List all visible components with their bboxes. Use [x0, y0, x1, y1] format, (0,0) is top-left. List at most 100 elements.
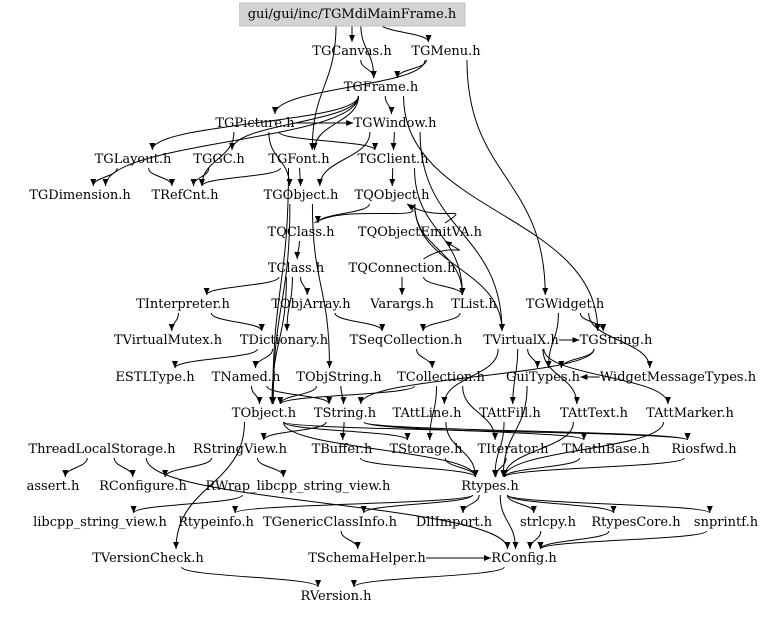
node-label: RStringView.h: [193, 442, 288, 457]
edge-rstringview-to-rwrap: [256, 457, 287, 478]
edge-tggc-to-trefcnt: [190, 167, 210, 187]
node-tattfill: TAttFill.h: [479, 406, 541, 421]
node-tschemahelper: TSchemaHelper.h: [308, 551, 426, 566]
node-label: TObjString.h: [296, 370, 382, 385]
edge-tclass-to-tdictionary: [284, 276, 293, 332]
node-tgdimension: TGDimension.h: [29, 188, 131, 203]
edge-tlist-to-tseqcollection: [420, 312, 461, 332]
node-label: RVersion.h: [301, 589, 373, 604]
edge-tobjarray-to-tseqcollection: [334, 312, 386, 332]
node-label: TGWindow.h: [354, 116, 438, 131]
edge-tbuffer-to-rtypes: [359, 457, 479, 478]
node-tgmenu: TGMenu.h: [411, 44, 481, 59]
node-tnamed: TNamed.h: [212, 370, 281, 385]
node-label: Rtypeinfo.h: [178, 515, 254, 530]
edge-tvirtualx-to-tatttext: [542, 348, 580, 405]
edge-threadlocalstorage-to-rconfigure: [113, 457, 136, 478]
edge-tinterpreter-to-tdictionary: [210, 312, 265, 332]
node-label: assert.h: [27, 479, 80, 494]
node-rtypes: Rtypes.h: [461, 479, 519, 494]
node-riosfwd: Riosfwd.h: [671, 442, 737, 457]
edge-tcollection-to-tobject: [277, 385, 415, 405]
node-label: TGString.h: [580, 333, 653, 348]
edge-tnamed-to-tobject: [250, 385, 263, 405]
node-label: TGLayout.h: [95, 152, 172, 167]
edge-tclass-to-tobjarray: [300, 276, 311, 296]
node-tvirtualmutex: TVirtualMutex.h: [114, 333, 223, 348]
edge-tglayout-to-tgdimension: [90, 167, 118, 187]
node-trefcnt: TRefCnt.h: [151, 188, 219, 203]
node-tgenericclassinfo: TGenericClassInfo.h: [263, 515, 398, 530]
node-tqobject: TQObject.h: [354, 188, 430, 203]
edge-threadlocalstorage-to-rconfig: [145, 457, 511, 550]
edge-tqclass-to-tclass: [294, 240, 301, 260]
edge-tgmenu-to-tgpicture: [272, 59, 426, 115]
node-tobjstring: TObjString.h: [296, 370, 382, 385]
edge-rtypes-to-tgenericclassinfo: [360, 494, 474, 514]
node-label: TCollection.h: [397, 370, 485, 385]
node-tattline: TAttLine.h: [393, 406, 463, 421]
node-tdictionary: TDictionary.h: [240, 333, 329, 348]
edge-tclass-to-tobject: [269, 276, 287, 405]
node-label: TAttText.h: [560, 406, 629, 421]
node-label: ThreadLocalStorage.h: [28, 442, 176, 457]
edge-tgframe-to-tgdimension: [102, 95, 359, 187]
edge-tqclass-to-tqobject: [314, 203, 415, 224]
node-tinterpreter: TInterpreter.h: [136, 297, 230, 312]
node-label: TGFrame.h: [344, 80, 419, 95]
node-tglayout: TGLayout.h: [95, 152, 172, 167]
node-label: TGMenu.h: [411, 44, 481, 59]
edge-tversioncheck-to-rversion: [181, 566, 322, 588]
node-tqconnection: TQConnection.h: [349, 261, 457, 276]
edge-strlcpy-to-rconfig: [527, 530, 542, 550]
node-label: strlcpy.h: [520, 515, 577, 530]
node-tqobjectemitva: TQObjectEmitVA.h: [358, 225, 483, 240]
edge-threadlocalstorage-to-assert: [62, 457, 88, 478]
node-tqclass: TQClass.h: [267, 225, 335, 240]
node-rtypescore: RtypesCore.h: [591, 515, 681, 530]
edge-tinterpreter-to-tvirtualmutex: [168, 312, 179, 332]
edge-rtypescore-to-rconfig: [537, 530, 610, 550]
node-tgframe: TGFrame.h: [344, 80, 419, 95]
node-rconfigure: RConfigure.h: [99, 479, 187, 494]
edge-root-to-tgfont: [309, 22, 337, 151]
node-label: TQClass.h: [267, 225, 335, 240]
node-label: TObjArray.h: [271, 297, 351, 312]
node-label: TQConnection.h: [349, 261, 457, 276]
node-tstring: TString.h: [314, 406, 377, 421]
edge-tvirtualx-to-tattline: [441, 348, 499, 405]
node-label: TDictionary.h: [240, 333, 329, 348]
node-label: RWrap_libcpp_string_view.h: [206, 479, 392, 494]
edge-tstring-to-tmathbase: [363, 421, 587, 441]
edge-tqobjectemitva-to-tqobject: [406, 203, 457, 224]
edge-rtypes-to-rconfig: [499, 494, 519, 550]
node-label: TAttMarker.h: [646, 406, 734, 421]
edge-tstorage-to-rtypes: [444, 457, 479, 478]
edge-tstring-to-rstringview: [260, 421, 327, 441]
node-tobjarray: TObjArray.h: [271, 297, 351, 312]
node-label: TGClient.h: [357, 152, 429, 167]
node-label: TString.h: [314, 406, 377, 421]
edge-rstringview-to-rconfigure: [162, 457, 213, 478]
node-label: TQObjectEmitVA.h: [358, 225, 483, 240]
edge-tseqcollection-to-tcollection: [416, 348, 436, 369]
node-rversion: RVersion.h: [301, 589, 373, 604]
edge-tqconnection-to-tqobjectemitva: [423, 240, 460, 260]
edge-tcollection-to-titerator: [462, 385, 499, 441]
edge-tatttext-to-rtypes: [501, 421, 574, 478]
edge-tgwindow-to-tgclient: [390, 131, 397, 151]
node-tgwindow: TGWindow.h: [354, 116, 438, 131]
node-label: snprintf.h: [694, 515, 759, 530]
node-label: TObject.h: [232, 406, 297, 421]
node-rconfig: RConfig.h: [491, 551, 557, 566]
root-node-box: [239, 2, 466, 27]
node-label: TMathBase.h: [562, 442, 650, 457]
node-tgclient: TGClient.h: [357, 152, 429, 167]
edge-tvirtualx-to-tattmarker: [543, 348, 671, 405]
edge-tgmenu-to-tgframe: [394, 59, 427, 79]
edge-tgpicture-to-tgclient: [278, 131, 378, 151]
node-titerator: TIterator.h: [477, 442, 549, 457]
node-label: TIterator.h: [477, 442, 549, 457]
node-tmathbase: TMathBase.h: [562, 442, 650, 457]
edge-titerator-to-rtypes: [492, 457, 507, 478]
